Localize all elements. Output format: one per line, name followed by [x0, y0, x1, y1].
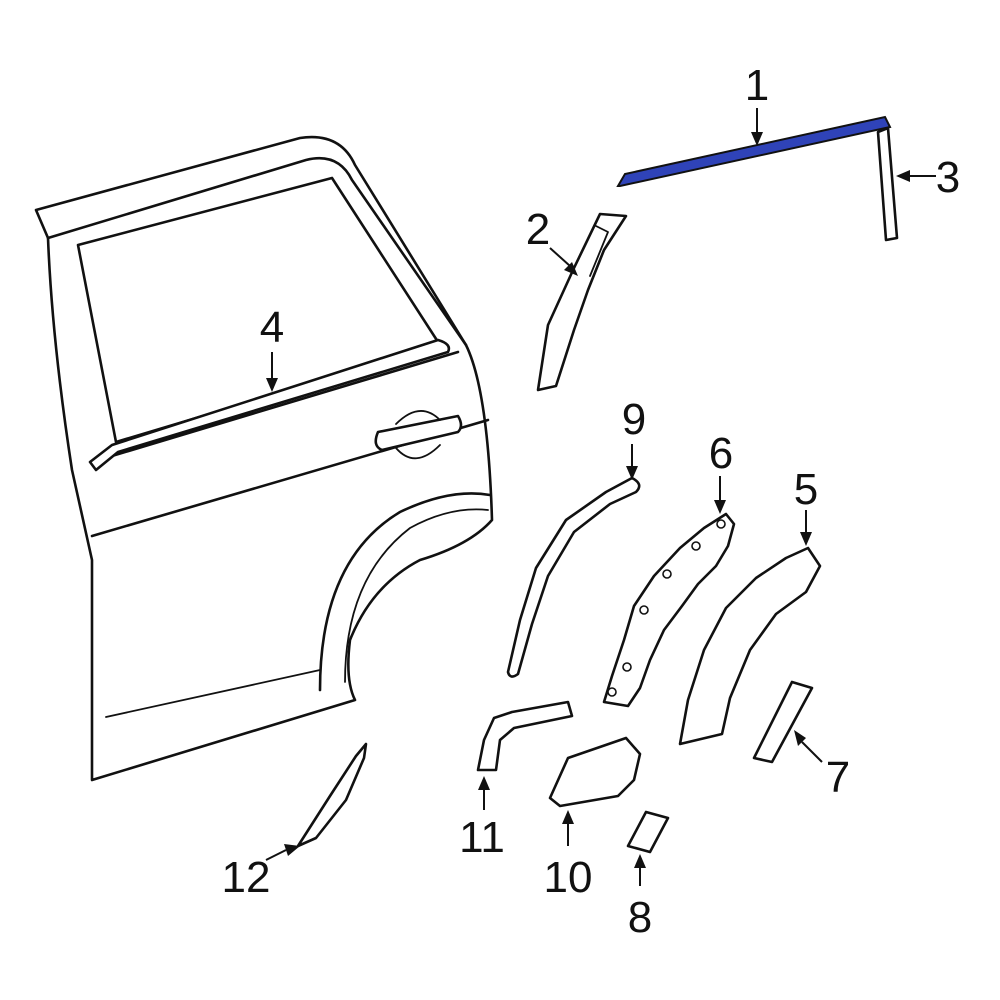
- door-wheel-arch: [318, 492, 492, 692]
- door-outline: [34, 135, 494, 782]
- part-2-inner-edge: [589, 225, 609, 277]
- callout-10: 10: [544, 853, 593, 902]
- callout-7: 7: [826, 753, 850, 802]
- part-6-hole: [662, 569, 672, 579]
- part-7-rocker-garnish: [752, 680, 814, 764]
- callout-6: 6: [709, 429, 733, 478]
- part-6-hole: [622, 662, 632, 672]
- part-6-bracket-body: [602, 512, 736, 708]
- door-wheel-arch-inner: [344, 508, 489, 683]
- part-9-arch-seal: [506, 476, 641, 678]
- part-12-sash-strip: [296, 742, 368, 848]
- part-2-front-garnish: [536, 212, 628, 392]
- callout-1: 1: [745, 61, 769, 110]
- door-handle-recess: [395, 410, 441, 460]
- part-6-hole: [691, 541, 701, 551]
- callout-8: 8: [628, 893, 652, 942]
- rear-door: [34, 135, 494, 782]
- door-lower-line: [105, 669, 321, 718]
- part-6-hole: [716, 519, 726, 529]
- callout-11: 11: [459, 813, 505, 862]
- door-belt-line: [90, 350, 460, 464]
- door-handle: [374, 414, 463, 452]
- part-5-arch-molding: [678, 546, 822, 746]
- part-10-end-cap: [548, 736, 642, 808]
- part-11-lower-molding: [476, 700, 574, 772]
- part-8-clip-pad: [626, 810, 670, 854]
- door-window-frame: [46, 156, 468, 347]
- part-4-belt-molding: [88, 338, 451, 472]
- part-1-roof-drip-molding: [616, 115, 892, 187]
- callout-2: 2: [526, 205, 550, 254]
- part-6-hole: [607, 687, 617, 697]
- callout-5: 5: [794, 465, 818, 514]
- part-6-hole: [639, 605, 649, 615]
- callout-9: 9: [622, 395, 646, 444]
- part-6-bracket: [602, 512, 736, 708]
- leader-lines: [265, 108, 936, 886]
- part-3-pillar-molding: [876, 126, 899, 242]
- callout-4: 4: [260, 303, 284, 352]
- callout-3: 3: [936, 153, 960, 202]
- callout-12: 12: [222, 853, 271, 902]
